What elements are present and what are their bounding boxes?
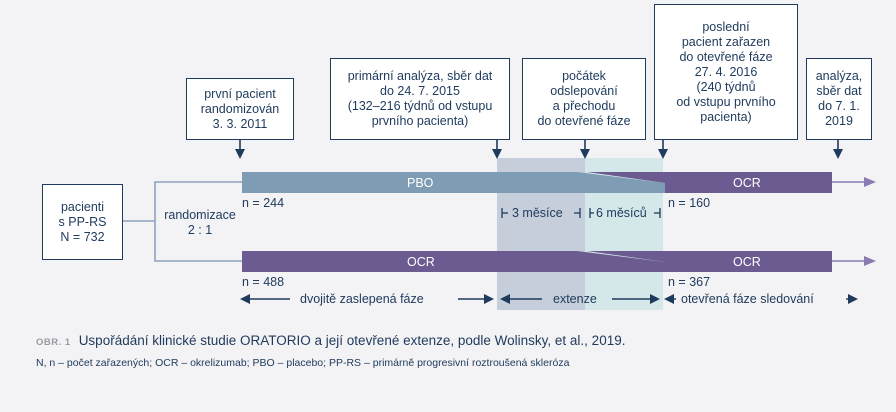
milestone-arrowhead-2	[492, 149, 502, 159]
duration-3-months: 3 měsíce	[512, 206, 563, 220]
patients-line-3: N = 732	[60, 229, 105, 244]
top-arm-n-start: n = 244	[242, 196, 285, 210]
milestone-1-line-2: randomizován	[200, 101, 280, 116]
study-diagram	[122, 140, 876, 310]
pbo-bar-label: PBO	[407, 176, 434, 190]
phase-ext-arrow-left	[500, 294, 510, 304]
milestone-4-line-5: (240 týdnů	[696, 79, 756, 94]
milestone-3-line-4: do otevřené fáze	[537, 114, 631, 128]
bottom-arm-n-start: n = 488	[242, 275, 285, 289]
pbo-bar	[242, 172, 665, 193]
milestone-4-line-1: poslední	[702, 19, 750, 34]
figure-caption: OBR. 1 Uspořádání klinické studie ORATORI…	[36, 333, 625, 348]
figure-number: OBR. 1	[36, 337, 71, 348]
milestone-2-line-4: prvního pacienta)	[371, 114, 469, 128]
patients-box: pacienti s PP-RS N = 732	[42, 184, 123, 260]
phase-blind-arrow-left	[240, 294, 250, 304]
milestone-unblinding-start: počátek odslepování a přechodu do otevře…	[522, 58, 646, 140]
top-ocr-bar-label: OCR	[733, 176, 761, 190]
bottom-ocr-open-label: OCR	[733, 255, 761, 269]
figure-caption-text: Uspořádání klinické studie ORATORIO a je…	[78, 333, 626, 348]
milestone-3-line-3: a přechodu	[552, 99, 616, 113]
phase-blind-arrow-right	[484, 294, 494, 304]
milestone-arrowhead-5	[833, 149, 843, 159]
milestone-4-line-2: pacient zařazen	[681, 34, 771, 49]
randomization-label: randomizace 2 : 1	[160, 208, 240, 238]
milestone-5-line-1: analýza,	[815, 69, 863, 83]
milestone-3-line-1: počátek	[562, 69, 606, 83]
bottom-arm-arrowhead	[864, 256, 876, 266]
randomization-line-1: randomizace	[164, 208, 236, 222]
milestone-4-line-3: do otevřené fáze	[679, 49, 773, 64]
patients-line-1: pacienti	[60, 199, 105, 214]
milestone-1-line-1: první pacient	[204, 86, 276, 101]
milestone-2-line-1: primární analýza, sběr dat	[347, 69, 493, 83]
phase-open-label: otevřená fáze sledování	[681, 292, 814, 306]
milestone-arrowhead-3	[580, 149, 590, 159]
milestone-3-line-2: odslepování	[550, 84, 618, 98]
top-arm-arrowhead	[864, 177, 876, 187]
milestone-4-line-7: pacienta)	[700, 109, 752, 124]
milestone-5-line-2: sběr dat	[816, 84, 862, 98]
phase-ext-arrow-right	[650, 294, 660, 304]
phase-open-arrow-right	[848, 294, 858, 304]
bottom-arm-n-end: n = 367	[668, 275, 711, 289]
bottom-ocr-bar-blinded	[242, 251, 665, 272]
phase-double-blind-label: dvojitě zaslepená fáze	[300, 292, 424, 306]
phase-extension-label: extenze	[553, 292, 597, 306]
bottom-ocr-bar-open	[587, 251, 832, 272]
milestone-2-line-2: do 24. 7. 2015	[380, 84, 460, 98]
patients-line-2: s PP-RS	[58, 214, 107, 229]
milestone-first-patient: první pacient randomizován 3. 3. 2011	[186, 78, 294, 140]
milestone-5-line-4: 2019	[825, 114, 853, 128]
abbreviations-note: N, n – počet zařazených; OCR – okrelizum…	[36, 357, 570, 369]
milestone-arrowhead-1	[235, 149, 245, 159]
milestone-last-patient: poslední pacient zařazen do otevřené fáz…	[654, 4, 798, 140]
milestone-4-line-4: 27. 4. 2016	[694, 64, 758, 79]
milestone-arrowhead-4	[658, 149, 668, 159]
top-ocr-bar	[587, 172, 832, 193]
phase-open-arrow-left	[664, 294, 674, 304]
milestone-5-line-3: do 7. 1.	[818, 99, 860, 113]
bottom-ocr-blinded-label: OCR	[407, 255, 435, 269]
randomization-line-2: 2 : 1	[187, 223, 213, 237]
duration-6-months: 6 měsíců	[596, 206, 647, 220]
milestone-primary-analysis: primární analýza, sběr dat do 24. 7. 201…	[330, 58, 510, 140]
milestone-2-line-3: (132–216 týdnů od vstupu	[347, 99, 493, 113]
milestone-4-line-6: od vstupu prvního	[676, 94, 776, 109]
milestone-final-analysis: analýza, sběr dat do 7. 1. 2019	[806, 58, 872, 140]
milestone-1-line-3: 3. 3. 2011	[212, 116, 268, 131]
randomization-connector	[122, 181, 242, 262]
top-arm-n-end: n = 160	[668, 196, 711, 210]
